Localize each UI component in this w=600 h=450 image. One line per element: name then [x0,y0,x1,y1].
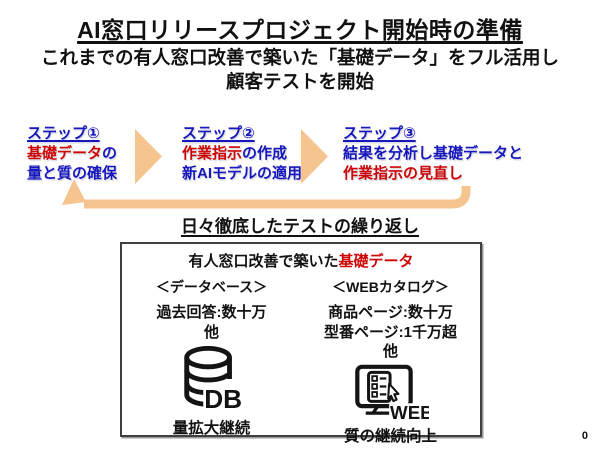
right-arrow-icon [135,129,162,184]
step-1-heading: ステップ① [27,125,100,142]
loop-arrow-icon [62,179,471,209]
step-2-heading: ステップ② [182,125,255,142]
base-box-heading-black: 有人窓口改善で築いた [188,253,339,270]
step-2-line-2: 新AIモデルの適用 [182,165,303,182]
web-monitor-icon: WEB [354,364,429,422]
database-caption: 量拡大継続 [172,420,251,437]
web-catalog-caption: 質の継続向上 [343,427,437,445]
web-catalog-stats: 商品ページ:数十万 型番ページ:1千万超 他 [324,303,457,362]
slide-title: AI窓口リリースプロジェクト開始時の準備 [77,17,523,43]
subtitle-line-2: 顧客テストを開始 [225,71,374,92]
step-1-line-1-seg-blue: の [102,145,118,162]
step-2-line-1-seg-red: 作業指示 [182,145,243,162]
step-1-line-1-seg-red: 基礎データ [27,145,103,162]
database-column: ＜データベース＞ 過去回答:数十万 他 DB 量 [122,275,301,446]
right-arrow-icon [301,129,328,184]
step-1-line-1: 基礎データの [27,144,117,164]
step-3-line-2: 作業指示の見直し [343,165,464,182]
subtitle-line-1: これまでの有人窓口改善で築いた「基礎データ」をフル活用し [40,47,559,68]
step-1-line-2: 量と質の確保 [27,165,118,182]
web-catalog-stat-3: 他 [382,343,398,360]
base-box-heading-red: 基礎データ [338,253,414,270]
database-stat-1: 過去回答:数十万 [156,304,267,321]
slide-subtitle: これまでの有人窓口改善で築いた「基礎データ」をフル活用し 顧客テストを開始 [0,46,600,94]
step-1: ステップ① 基礎データの 量と質の確保 [27,124,117,184]
step-2: ステップ② 作業指示の作成 新AIモデルの適用 [182,124,302,184]
step-3: ステップ③ 結果を分析し基礎データと 作業指示の見直し [343,124,523,184]
database-stats: 過去回答:数十万 他 [157,303,267,342]
web-catalog-column-title: ＜WEBカタログ＞ [332,279,449,295]
database-icon: DB [183,345,247,414]
web-monitor-icon-label: WEB [390,402,429,422]
base-data-box: 有人窓口改善で築いた基礎データ ＜データベース＞ 過去回答:数十万 他 [120,242,482,445]
database-stat-2: 他 [203,323,219,341]
base-box-heading: 有人窓口改善で築いた基礎データ [122,250,480,271]
web-catalog-column: ＜WEBカタログ＞ 商品ページ:数十万 型番ページ:1千万超 他 [301,275,480,446]
page-number: 0 [581,430,588,442]
web-catalog-stat-1: 商品ページ:数十万 [328,304,453,321]
loop-caption: 日々徹底したテストの繰り返し [181,217,419,236]
step-2-line-1-seg-blue: の作成 [242,145,288,162]
database-icon-label: DB [204,384,242,414]
step-2-line-1: 作業指示の作成 [182,144,302,164]
database-column-title: ＜データベース＞ [155,279,268,295]
step-3-line-1: 結果を分析し基礎データと [343,145,524,162]
web-catalog-stat-2: 型番ページ:1千万超 [323,323,458,341]
step-3-heading: ステップ③ [343,125,416,142]
